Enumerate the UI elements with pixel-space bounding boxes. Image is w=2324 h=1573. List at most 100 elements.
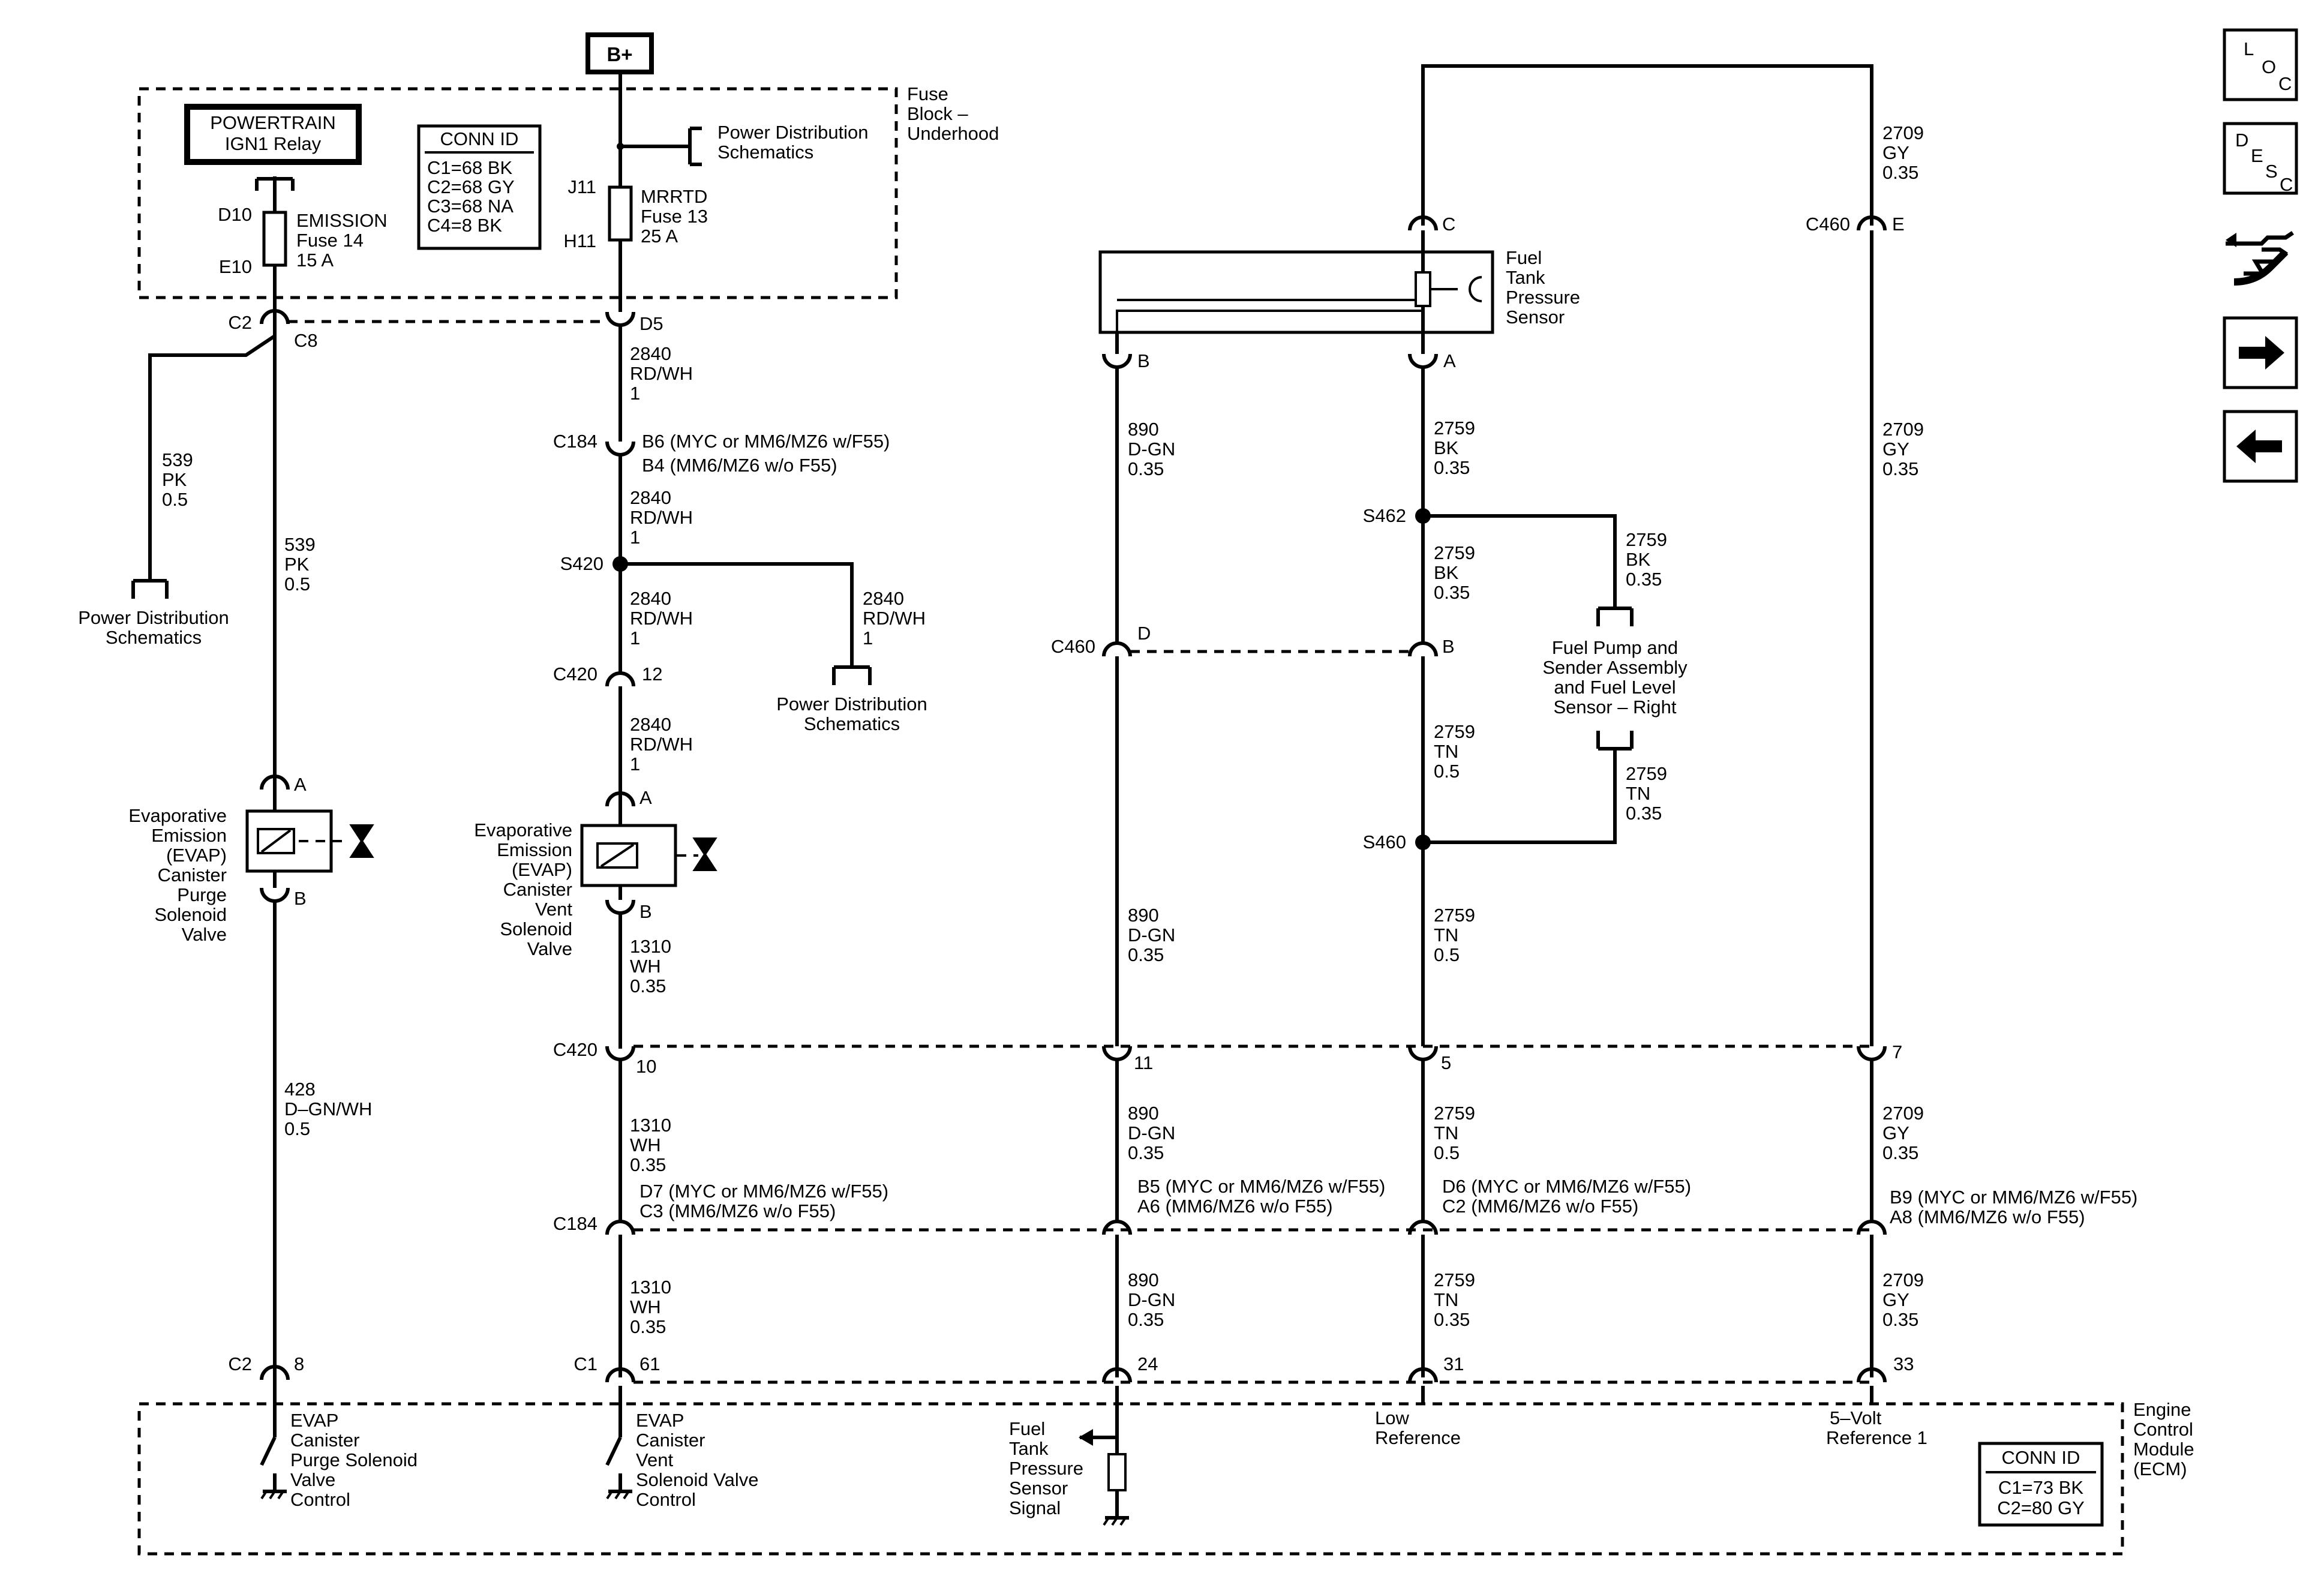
desc-icon[interactable] — [2223, 122, 2298, 195]
purge-valve-label: Purge — [177, 884, 227, 905]
purge-pin-a: A — [294, 774, 307, 795]
wire-2759-tn: 2759 — [1434, 721, 1475, 742]
purge-valve-label: Solenoid — [154, 904, 227, 925]
svg-text:C: C — [2278, 73, 2292, 94]
sensor-signal-label: Sensor — [1009, 1478, 1068, 1499]
wire-2709: 0.35 — [1882, 1142, 1918, 1163]
splice-s460 — [1415, 834, 1431, 850]
c184-pin: D7 (MYC or MM6/MZ6 w/F55) — [639, 1181, 888, 1202]
connector-c420-top: C420 — [553, 664, 597, 685]
fuel-pump-label: and Fuel Level — [1554, 677, 1676, 698]
vent-valve-label: (EVAP) — [512, 859, 572, 880]
fuel-pump-label: Fuel Pump and — [1552, 637, 1678, 658]
ecm-pin: 33 — [1893, 1353, 1914, 1374]
c420-pin-12: 12 — [642, 664, 662, 685]
vent-valve-label: Vent — [535, 899, 572, 920]
c460-pin-b: B — [1442, 636, 1455, 657]
splice-s460-label: S460 — [1363, 831, 1406, 852]
wire-2709: GY — [1882, 1289, 1909, 1310]
svg-text:D: D — [2235, 130, 2248, 151]
wire-428: 0.5 — [284, 1118, 310, 1139]
purge-valve-label: Emission — [151, 825, 227, 846]
purge-valve-label: (EVAP) — [166, 845, 227, 866]
wire-2759-tn: 0.35 — [1434, 1309, 1470, 1330]
fuse-block-label: Block – — [907, 103, 968, 124]
pin-e10: E10 — [219, 256, 252, 277]
wire-890: D-GN — [1128, 924, 1175, 945]
wire-2840: 1 — [630, 527, 640, 548]
wire-2759-tn: TN — [1434, 1289, 1458, 1310]
fuel-tank-sensor-label: Fuel — [1506, 247, 1542, 268]
conn-id-fuse-row: C2=68 GY — [427, 176, 515, 197]
relay-label-1: POWERTRAIN — [210, 112, 336, 133]
connector-tool-button[interactable] — [2226, 231, 2294, 286]
connector-c2-bottom: C2 — [228, 1353, 252, 1374]
ecm-label: Control — [2133, 1419, 2193, 1440]
conn-id-fuse-row: C3=68 NA — [427, 196, 514, 217]
wire-2709: GY — [1882, 439, 1909, 460]
wire-1310: 1310 — [630, 1115, 671, 1136]
vent-solenoid-valve — [580, 824, 677, 887]
purge-valve-label: Valve — [182, 924, 227, 945]
connector-d5: D5 — [639, 313, 663, 334]
purge-control-label: Control — [290, 1489, 350, 1510]
c420-pin: 10 — [636, 1056, 656, 1077]
wire-1310: WH — [630, 956, 661, 977]
wire-2759-bk-branch: 2759 — [1626, 529, 1667, 550]
connector-c420-bottom: C420 — [553, 1039, 597, 1060]
sensor-signal-label: Signal — [1009, 1497, 1061, 1518]
wire-2840: 1 — [630, 628, 640, 649]
wire-2709: GY — [1882, 142, 1909, 163]
vent-control-label: Solenoid Valve — [636, 1469, 759, 1490]
wire-890: 0.35 — [1128, 1309, 1164, 1330]
sensor-signal-label: Pressure — [1009, 1458, 1083, 1479]
wire-890: D-GN — [1128, 1289, 1175, 1310]
purge-pin-b: B — [294, 888, 307, 909]
wire-2840-branch: 1 — [863, 628, 873, 649]
wire-2709: 0.35 — [1882, 162, 1918, 183]
wire-539-left: 539 — [162, 449, 193, 470]
vent-valve-label: Solenoid — [500, 918, 572, 939]
wire-2709: 0.35 — [1882, 1309, 1918, 1330]
connector-tool-icon[interactable] — [2226, 231, 2294, 286]
wire-2840-branch: RD/WH — [863, 608, 926, 629]
vent-control-label: EVAP — [636, 1410, 684, 1431]
emission-fuse — [262, 211, 287, 267]
fuse-block-label: Underhood — [907, 123, 999, 144]
wire-890: 0.35 — [1128, 944, 1164, 965]
purge-control-label: Purge Solenoid — [290, 1449, 418, 1470]
vent-valve-label: Valve — [527, 938, 572, 959]
wire-2709: 2709 — [1882, 1269, 1924, 1290]
desc-button[interactable]: D E S C — [2223, 122, 2298, 195]
c420-pin: 11 — [1134, 1052, 1153, 1073]
wire-2759-tn-branch: 2759 — [1626, 763, 1667, 784]
c184-top-pin: B4 (MM6/MZ6 w/o F55) — [642, 455, 837, 476]
wire-890: 0.35 — [1128, 458, 1164, 479]
wire-2709: 2709 — [1882, 419, 1924, 440]
connector-c460-left: C460 — [1051, 636, 1095, 657]
sensor-signal-label: Fuel — [1009, 1418, 1045, 1439]
wire-2840: 2840 — [630, 487, 671, 508]
ecm-label: (ECM) — [2133, 1458, 2187, 1479]
loc-button[interactable]: L O C — [2223, 28, 2298, 101]
loc-icon[interactable] — [2223, 28, 2298, 101]
wire-2759-tn: TN — [1434, 1122, 1458, 1143]
low-ref-label: Low — [1375, 1407, 1409, 1428]
mrrtd-fuse-label: 25 A — [641, 226, 678, 247]
back-button[interactable] — [2223, 410, 2298, 483]
sensor-signal-label: Tank — [1009, 1438, 1049, 1459]
emission-fuse-label: Fuse 14 — [296, 230, 364, 251]
sensor-element — [1415, 271, 1431, 307]
c184-pin: B5 (MYC or MM6/MZ6 w/F55) — [1137, 1176, 1385, 1197]
next-button[interactable] — [2223, 316, 2298, 389]
vent-pin-b: B — [639, 901, 652, 922]
wire-890: D-GN — [1128, 1122, 1175, 1143]
power-dist-mid: Power Distribution — [776, 694, 927, 715]
mrrtd-fuse-label: MRRTD — [641, 186, 707, 207]
wire-1310: 0.35 — [630, 1154, 666, 1175]
wire-1310: 0.35 — [630, 1316, 666, 1337]
wire-2759-bk-branch: 0.35 — [1626, 569, 1662, 590]
power-dist-top: Schematics — [717, 142, 813, 163]
vent-control-label: Canister — [636, 1430, 705, 1451]
vent-pin-a: A — [639, 787, 652, 808]
